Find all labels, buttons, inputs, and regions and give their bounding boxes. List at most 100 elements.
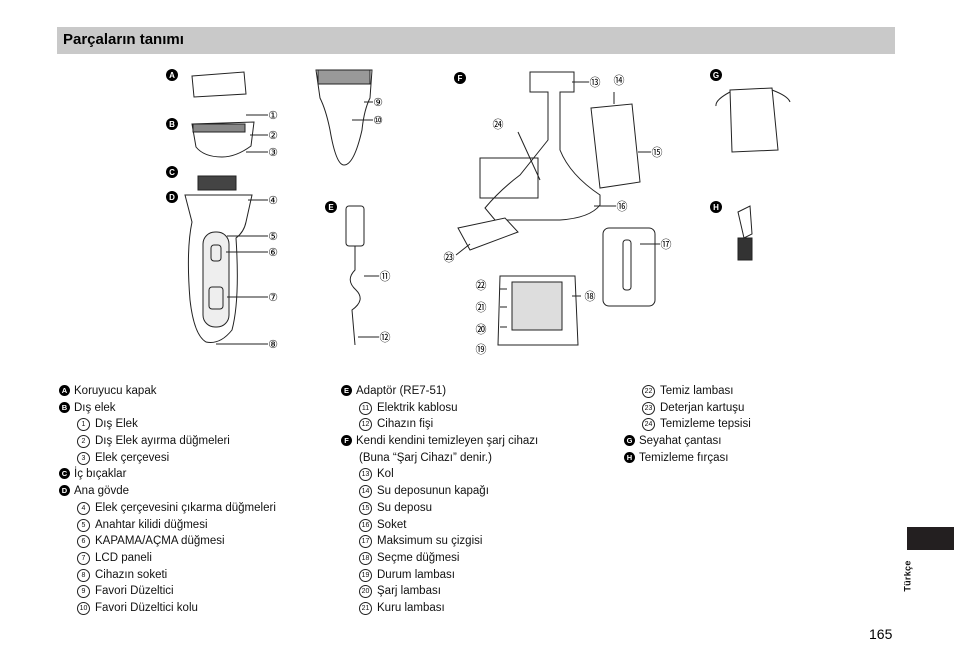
callout-19: ⑲ xyxy=(476,343,487,356)
callout-number: 9 xyxy=(77,585,90,599)
callout-number: 23 xyxy=(642,401,655,415)
callout-number: 6 xyxy=(77,535,90,549)
callout-7: ⑦ xyxy=(268,292,278,304)
legend-item: 8 Cihazın soketi xyxy=(59,567,276,584)
parts-illustration: A B C D E F G H ① ② ③ ④ ⑤ ⑥ ⑦ ⑧ ⑨ ⑩ ⑪ ⑫ … xyxy=(166,69,791,356)
travel-pouch-drawing xyxy=(729,87,779,153)
callout-12: ⑫ xyxy=(380,331,391,344)
callout-number: 4 xyxy=(77,501,90,515)
legend-text: Favori Düzeltici xyxy=(95,585,174,598)
page-number: 165 xyxy=(869,626,893,642)
legend-text: Cihazın fişi xyxy=(377,418,434,431)
callout-number: 20 xyxy=(359,585,372,599)
callout-number: 10 xyxy=(77,601,90,615)
legend-item: G Seyahat çantası xyxy=(624,433,751,450)
callout-3: ③ xyxy=(268,147,278,159)
legend-item: 1 Dış Elek xyxy=(59,416,276,433)
part-badge-b: B xyxy=(166,118,178,130)
section-header-bar: Parçaların tanımı xyxy=(57,27,895,54)
callout-number: 24 xyxy=(642,418,655,432)
legend-item: 6 KAPAMA/AÇMA düğmesi xyxy=(59,533,276,550)
legend-item: 20 Şarj lambası xyxy=(341,583,538,600)
part-badge: D xyxy=(59,485,70,497)
part-badge: H xyxy=(624,451,635,463)
callout-2: ② xyxy=(268,130,278,142)
legend-text: Dış Elek xyxy=(95,418,138,431)
legend-text: Kol xyxy=(377,468,394,481)
legend-text: (Buna “Şarj Cihazı” denir.) xyxy=(359,451,492,464)
callout-14: ⑭ xyxy=(614,74,625,87)
callout-24: ㉔ xyxy=(493,118,504,131)
legend-text: Maksimum su çizgisi xyxy=(377,535,483,548)
part-badge-g: G xyxy=(710,69,722,81)
legend-text: Anahtar kilidi düğmesi xyxy=(95,518,208,531)
language-label: Türkçe xyxy=(902,560,913,592)
trimmer-drawing xyxy=(315,69,373,166)
callout-number: 19 xyxy=(359,568,372,582)
part-badge: G xyxy=(624,435,635,447)
callout-18: ⑱ xyxy=(585,290,596,303)
callout-number: 5 xyxy=(77,518,90,532)
callout-4: ④ xyxy=(268,195,278,207)
svg-text:C: C xyxy=(169,168,175,177)
part-badge-f: F xyxy=(454,72,466,84)
legend-text: Koruyucu kapak xyxy=(74,385,157,397)
callout-17: ⑰ xyxy=(661,238,672,251)
legend-text: Ana gövde xyxy=(74,485,129,498)
cleaning-brush-drawing xyxy=(737,205,753,239)
svg-text:A: A xyxy=(169,71,175,80)
legend-text: Su deposu xyxy=(377,501,432,514)
legend-text: Soket xyxy=(377,518,407,531)
callout-number: 21 xyxy=(359,601,372,615)
legend-text: Temiz lambası xyxy=(660,385,734,397)
legend-item: 5 Anahtar kilidi düğmesi xyxy=(59,517,276,534)
legend-item: 10 Favori Düzeltici kolu xyxy=(59,600,276,617)
callout-number: 7 xyxy=(77,551,90,565)
legend-text: Şarj lambası xyxy=(377,585,441,598)
legend-text: Dış elek xyxy=(74,401,116,414)
legend-item: D Ana gövde xyxy=(59,483,276,500)
part-badge-a: A xyxy=(166,69,178,81)
part-badge: A xyxy=(59,385,70,396)
legend-text: Favori Düzeltici kolu xyxy=(95,601,198,614)
part-badge: B xyxy=(59,401,70,413)
callout-number: 13 xyxy=(359,468,372,482)
protective-cap-drawing xyxy=(191,71,247,98)
svg-text:H: H xyxy=(713,203,719,212)
legend-text: Dış Elek ayırma düğmeleri xyxy=(95,435,230,448)
callout-number: 1 xyxy=(77,418,90,432)
legend-text: Seyahat çantası xyxy=(639,435,722,448)
legend-item: 19 Durum lambası xyxy=(341,567,538,584)
legend-text: LCD paneli xyxy=(95,551,152,564)
legend-text: Kendi kendini temizleyen şarj cihazı xyxy=(356,435,539,448)
callout-10: ⑩ xyxy=(373,115,383,127)
callout-number: 18 xyxy=(359,551,372,565)
legend-text: Elek çerçevesi xyxy=(95,451,170,464)
part-badge-d: D xyxy=(166,191,178,203)
language-tab-label: Türkçe xyxy=(902,555,924,601)
legend-text: Elektrik kablosu xyxy=(377,401,458,414)
legend-text: KAPAMA/AÇMA düğmesi xyxy=(95,535,225,548)
legend-item: 7 LCD paneli xyxy=(59,550,276,567)
callout-number: 8 xyxy=(77,568,90,582)
legend-text: Durum lambası xyxy=(377,568,455,581)
callout-22: ㉒ xyxy=(476,279,487,292)
callout-1: ① xyxy=(268,110,278,122)
part-badge: E xyxy=(341,385,352,396)
part-badge-e: E xyxy=(325,201,337,213)
part-badge-c: C xyxy=(166,166,178,178)
svg-text:B: B xyxy=(169,120,175,129)
legend-text: Cihazın soketi xyxy=(95,568,168,581)
callout-23: ㉓ xyxy=(444,251,455,264)
